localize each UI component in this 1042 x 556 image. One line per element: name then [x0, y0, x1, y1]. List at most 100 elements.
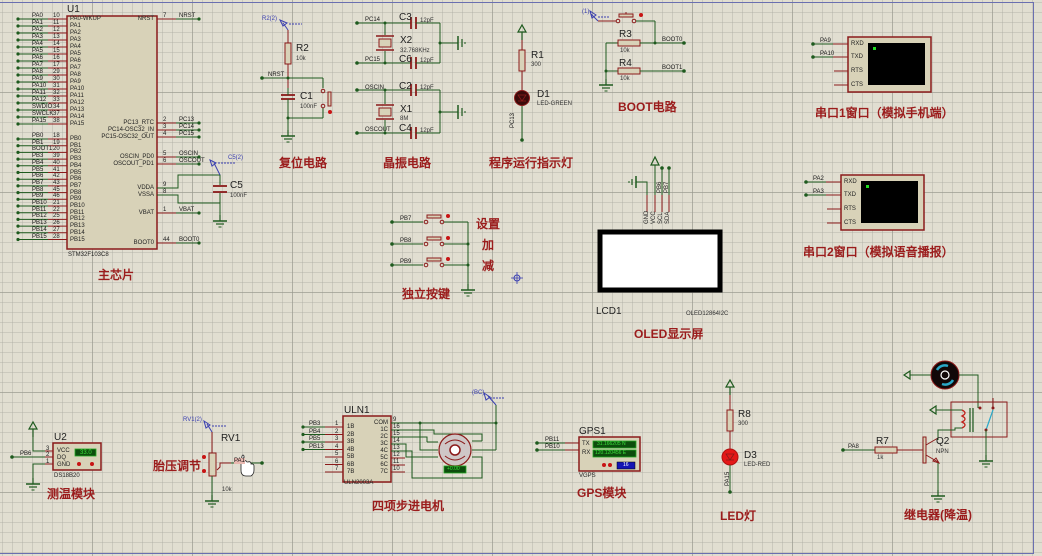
stepper-driver[interactable]: [342, 415, 392, 483]
run-indicator-circuit: [514, 24, 530, 142]
u1-left-terminal[interactable]: [16, 211, 20, 215]
u1-left-terminal[interactable]: [16, 80, 20, 84]
u1-pin-number: 13: [53, 34, 60, 40]
u1-left-terminal[interactable]: [16, 122, 20, 126]
u1-left-terminal[interactable]: [16, 217, 20, 221]
u1-pin-number: 21: [53, 200, 60, 206]
u1-left-terminal[interactable]: [16, 164, 20, 168]
u1-left-terminal[interactable]: [16, 24, 20, 28]
button-add[interactable]: [390, 236, 470, 247]
u1-left-terminal[interactable]: [16, 45, 20, 49]
u1-left-terminal[interactable]: [16, 137, 20, 141]
u1-left-terminal[interactable]: [16, 191, 20, 195]
u1-left-terminal[interactable]: [16, 87, 20, 91]
u2-dq: DQ: [57, 455, 66, 461]
u1-left-terminal[interactable]: [16, 108, 20, 112]
u1-left-terminal[interactable]: [16, 231, 20, 235]
u1-left-terminal[interactable]: [16, 237, 20, 242]
u1-left-terminal[interactable]: [16, 197, 20, 201]
gps-longitude: 120.120456 E: [595, 450, 627, 456]
u1-net-label: PB13: [32, 220, 47, 227]
uln-input-terminal[interactable]: [301, 440, 305, 444]
u1-right-terminal[interactable]: [197, 162, 201, 166]
boot-probe[interactable]: (1): [582, 9, 590, 15]
r2-probe[interactable]: R2(2): [262, 16, 278, 22]
u1-pin-number: 42: [53, 173, 60, 180]
uln-pin-name: COM: [374, 420, 388, 426]
u1-left-terminal[interactable]: [16, 224, 20, 228]
u1-left-terminal[interactable]: [16, 73, 20, 77]
uln-input-terminal[interactable]: [301, 432, 305, 437]
rv1-ref: RV1: [221, 433, 241, 444]
u1-left-terminal[interactable]: [16, 204, 20, 208]
u1-net-label: PB0: [32, 133, 44, 139]
u1-left-terminal[interactable]: [16, 115, 20, 119]
relay-circuit[interactable]: [841, 360, 1008, 503]
u1-left-terminal[interactable]: [16, 59, 20, 63]
u1-left-terminal[interactable]: [16, 157, 20, 161]
u1-pin-number: 39: [53, 153, 60, 160]
gps-rx-label: RX: [582, 450, 591, 456]
u1-chip[interactable]: [66, 15, 158, 250]
u1-ref: U1: [67, 4, 80, 15]
c5-capacitor[interactable]: [157, 159, 235, 228]
uln-pin-name: 7C: [380, 469, 388, 475]
u1-right-terminal[interactable]: [197, 135, 201, 139]
u1-left-terminal[interactable]: [16, 101, 20, 105]
u1-right-terminal[interactable]: [197, 121, 201, 125]
u2-part: DS18B20: [54, 473, 80, 479]
r4-ref: R4: [619, 58, 632, 69]
c5-probe[interactable]: C5(2): [228, 155, 244, 161]
u1-left-terminal[interactable]: [16, 144, 20, 148]
uln-pin-name: 6C: [380, 462, 388, 468]
u1-right-terminal[interactable]: [197, 241, 201, 245]
uln-input-terminal[interactable]: [301, 447, 305, 452]
u1-left-terminal[interactable]: [16, 38, 20, 42]
uln-input-terminal[interactable]: [301, 425, 305, 429]
u1-left-terminal[interactable]: [16, 94, 20, 98]
rv1-probe[interactable]: RV1(2): [183, 417, 202, 423]
u1-left-terminal[interactable]: [16, 66, 20, 70]
button-subtract[interactable]: [390, 257, 470, 268]
c6-ref: C6: [399, 54, 412, 65]
u1-right-terminal[interactable]: [197, 17, 201, 21]
u1-left-terminal[interactable]: [16, 184, 20, 188]
uln-pin-name: 4C: [380, 448, 388, 454]
u1-left-terminal[interactable]: [16, 52, 20, 56]
u1-net-label: NRST: [179, 13, 196, 19]
u1-pin-name: PB5: [70, 169, 82, 176]
u1-right-terminal[interactable]: [197, 211, 201, 215]
u1-right-terminal[interactable]: [197, 155, 201, 159]
u1-left-terminal[interactable]: [16, 177, 20, 181]
relay-title: 继电器(降温): [904, 508, 972, 522]
uart1-terminal[interactable]: [811, 36, 932, 93]
u1-pin-name: PB8: [70, 189, 82, 196]
oled-part: OLED12864I2C: [686, 311, 729, 317]
u1-left-terminal[interactable]: [16, 17, 20, 21]
uln-pin-number: 10: [393, 466, 400, 472]
stepper-motor[interactable]: [391, 391, 505, 479]
uln-pin-number: 13: [393, 445, 400, 451]
gps-module[interactable]: [535, 436, 641, 472]
nrst-net: NRST: [268, 72, 285, 78]
u1-net-label: SWCLK: [32, 111, 54, 117]
pa3-net: PA3: [813, 189, 824, 195]
temp-sensor[interactable]: [10, 421, 102, 491]
u1-net-label: PB6: [32, 173, 44, 180]
stepper-probe[interactable]: (BC): [472, 390, 485, 396]
u1-net-label: BOOT1: [32, 146, 53, 153]
r3-ref: R3: [619, 29, 632, 40]
c2-value: 12pF: [420, 85, 434, 91]
u1-left-terminal[interactable]: [16, 150, 20, 154]
oled-pin-vcc: VCC: [651, 211, 657, 224]
uln-net-label: PB5: [309, 436, 321, 442]
pressure-title: 胎压调节: [153, 459, 202, 473]
uart2-terminal[interactable]: [804, 174, 925, 231]
oled-display[interactable]: [597, 155, 723, 293]
u1-left-terminal[interactable]: [16, 31, 20, 35]
u1-right-terminal[interactable]: [197, 128, 201, 132]
u1-left-terminal[interactable]: [16, 170, 20, 175]
button-set[interactable]: [390, 214, 468, 225]
uart2-title: 串口2窗口（模拟语音播报）: [803, 245, 954, 259]
